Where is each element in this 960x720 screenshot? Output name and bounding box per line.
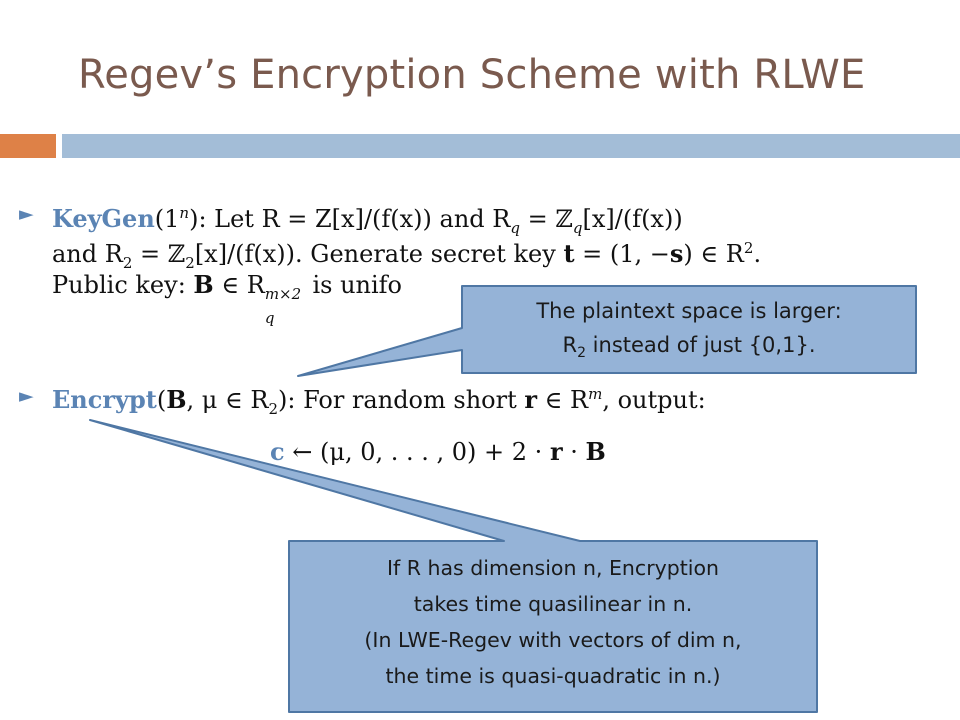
title-accent-bar-blue (62, 134, 960, 158)
slide-title: Regev’s Encryption Scheme with RLWE (78, 52, 866, 98)
encrypt-keyword: Encrypt (52, 385, 157, 414)
callout-encryption-time: If R has dimension n, Encryption takes t… (364, 556, 742, 688)
encrypt-bullet-marker: ► (19, 385, 34, 407)
callout-dimension-shape (89, 419, 818, 713)
title-accent-bar-orange (0, 134, 56, 158)
keygen-line-1: KeyGen(1n): Let R = Z[x]/(f(x)) and Rq =… (52, 204, 683, 237)
encrypt-line: Encrypt(B, μ ∈ R2): For random short r ∈… (52, 385, 706, 418)
keygen-bullet-marker: ► (19, 203, 34, 225)
keygen-line-2: and R2 = ℤ2[x]/(f(x)). Generate secret k… (52, 239, 762, 272)
ciphertext-formula: c ← (μ, 0, . . . , 0) + 2 · r · B (270, 437, 606, 466)
callout-plaintext-space: The plaintext space is larger: R2 instea… (536, 299, 842, 362)
keygen-keyword: KeyGen (52, 204, 155, 233)
callout-plaintext-shape (297, 285, 917, 377)
